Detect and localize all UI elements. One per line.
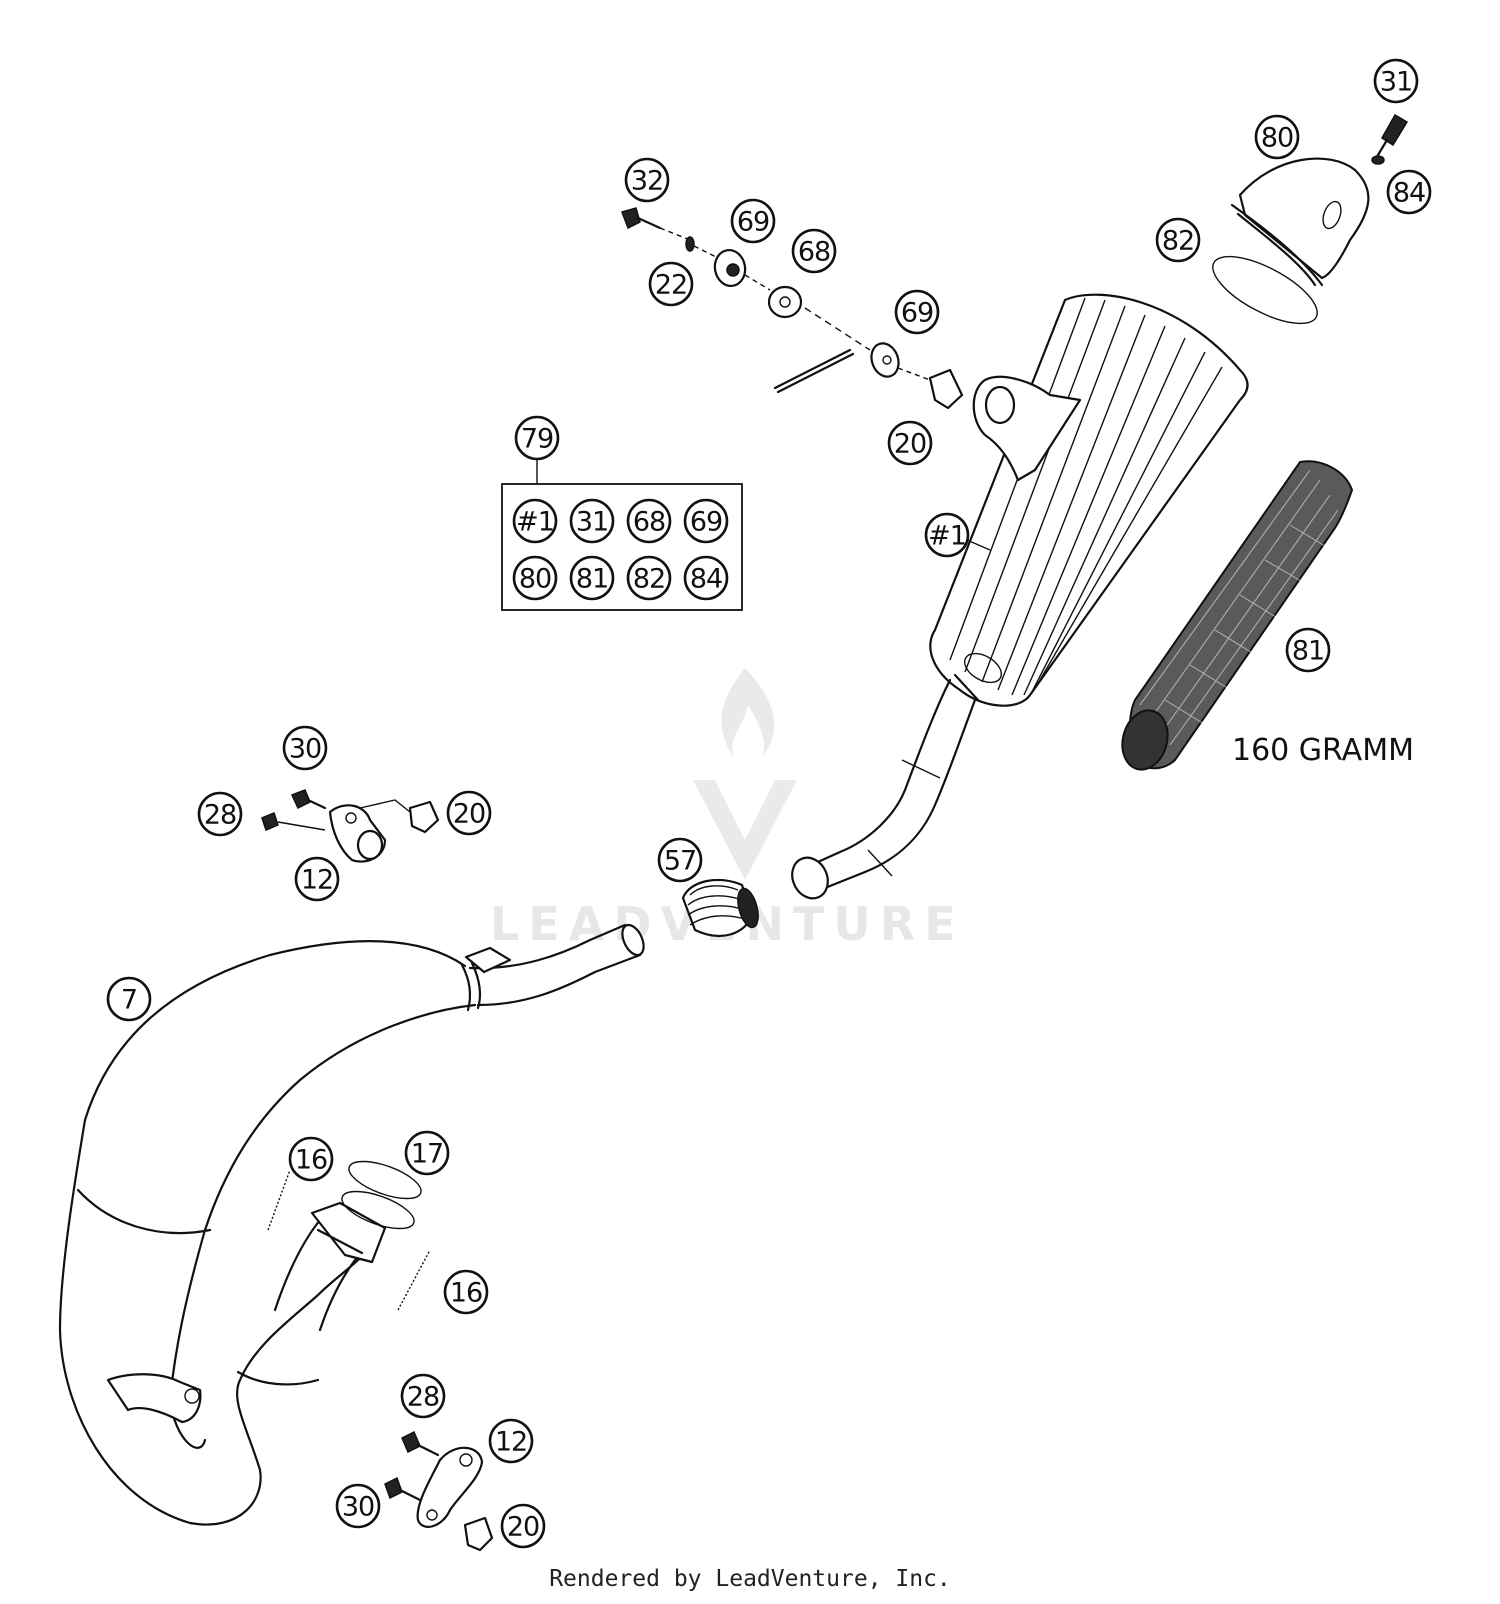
callout-c30-bot: 30	[335, 1483, 381, 1529]
callout-number: 28	[204, 800, 236, 831]
callout-number: 81	[1292, 636, 1324, 667]
callout-c1-muffler: #1	[924, 512, 970, 558]
kit-item-number: 80	[519, 564, 551, 595]
mount-hardware-top	[621, 207, 964, 410]
kit-item-84: 84	[683, 555, 729, 601]
expansion-chamber-part-7	[58, 923, 645, 1526]
footer-credit: Rendered by LeadVenture, Inc.	[549, 1566, 951, 1592]
callout-number: 17	[411, 1139, 443, 1170]
kit-item-number: 69	[690, 507, 722, 538]
kit-item-number: #1	[516, 507, 554, 538]
callout-c12-top: 12	[294, 856, 340, 902]
callout-c16-left: 16	[288, 1136, 334, 1182]
callout-c84: 84	[1386, 169, 1432, 215]
spring-part-16-left	[267, 1169, 291, 1231]
callout-c7: 7	[106, 976, 152, 1022]
callout-c17: 17	[404, 1130, 450, 1176]
mount-hardware-bottom	[384, 1430, 494, 1552]
callout-number: 69	[737, 207, 769, 238]
kit-item-80: 80	[512, 555, 558, 601]
callout-c16-right: 16	[443, 1269, 489, 1315]
muffler-part-1	[791, 293, 1249, 900]
callout-c81: 81	[1285, 627, 1331, 673]
callout-number: 68	[798, 237, 830, 268]
callout-c69-mid: 69	[894, 289, 940, 335]
kit-item-number: 82	[633, 564, 665, 595]
seal-ring-part-82	[1212, 255, 1318, 325]
kit-item-68: 68	[626, 498, 672, 544]
callout-c20-mid: 20	[446, 790, 492, 836]
callout-c79: 79	[514, 415, 560, 461]
callout-number: 32	[631, 166, 663, 197]
kit-item-number: 81	[576, 564, 608, 595]
callout-number: 84	[1393, 178, 1425, 209]
callout-number: 57	[664, 846, 696, 877]
callout-c31-top: 31	[1373, 58, 1419, 104]
callout-c69-top: 69	[730, 198, 776, 244]
callout-number: 16	[295, 1145, 327, 1176]
callout-number: 20	[453, 799, 485, 830]
callout-number: 28	[407, 1382, 439, 1413]
kit-item-69: 69	[683, 498, 729, 544]
callout-number: 31	[1380, 67, 1412, 98]
packing-weight-note: 160 GRAMM	[1232, 733, 1414, 768]
callout-c30-top: 30	[282, 725, 328, 771]
kit-item-31: 31	[569, 498, 615, 544]
kit-item-number: 68	[633, 507, 665, 538]
end-cap-part-80	[1230, 157, 1370, 287]
kit-item-number: 84	[690, 564, 722, 595]
callout-number: 82	[1162, 226, 1194, 257]
washer-part-84	[1371, 155, 1385, 165]
callout-number: 20	[894, 429, 926, 460]
callout-number: 20	[507, 1512, 539, 1543]
screw-part-31-top	[1373, 113, 1409, 162]
callout-number: 22	[655, 270, 687, 301]
callout-number: #1	[928, 521, 966, 552]
spring-part-16-right	[397, 1249, 431, 1311]
callout-c28-bot: 28	[400, 1373, 446, 1419]
callout-labels: 31 80 84 82 32 69 68 22 69 20 79 #1 81 30 28 20 12 57 7 16 1…	[106, 58, 1432, 1549]
callout-number: 30	[342, 1492, 374, 1523]
callout-c20-bot: 20	[500, 1503, 546, 1549]
callout-number: 30	[289, 734, 321, 765]
callout-c22: 22	[648, 261, 694, 307]
seal-ring-part-17	[341, 1160, 422, 1230]
callout-number: 16	[450, 1278, 482, 1309]
callout-number: 79	[521, 424, 553, 455]
callout-c57: 57	[657, 837, 703, 883]
kit-item-82: 82	[626, 555, 672, 601]
callout-c28-top: 28	[197, 791, 243, 837]
callout-number: 7	[121, 985, 137, 1016]
callout-c32: 32	[624, 157, 670, 203]
callout-number: 12	[495, 1427, 527, 1458]
callout-c12-bot: 12	[488, 1418, 534, 1464]
kit-item-number: 31	[576, 507, 608, 538]
mount-hardware-mid-left	[261, 789, 440, 863]
coupler-part-57	[681, 878, 759, 937]
callout-c68: 68	[791, 228, 837, 274]
callout-number: 12	[301, 865, 333, 896]
kit-item-81: 81	[569, 555, 615, 601]
callout-number: 80	[1261, 123, 1293, 154]
callout-c80: 80	[1254, 114, 1300, 160]
callout-c82: 82	[1155, 217, 1201, 263]
callout-c20-top: 20	[887, 420, 933, 466]
callout-number: 69	[901, 298, 933, 329]
leader-lines	[966, 539, 991, 551]
kit-item-hash-1: #1	[512, 498, 558, 544]
silencer-packing-part-81	[1121, 460, 1354, 771]
